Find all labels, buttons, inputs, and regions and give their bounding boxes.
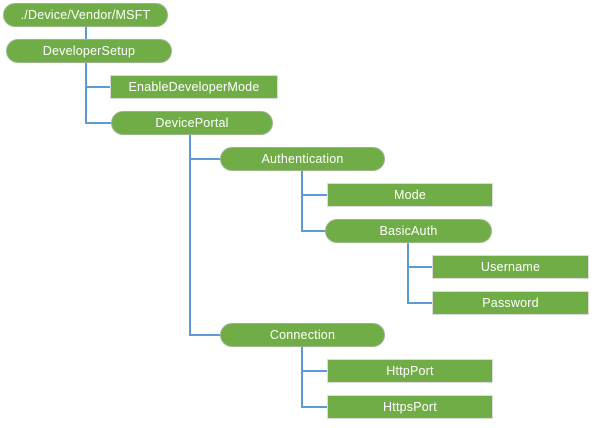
tree-node-label: ./Device/Vendor/MSFT: [20, 7, 151, 22]
tree-node-deviceportal[interactable]: DevicePortal: [111, 111, 273, 135]
tree-node-label: Authentication: [261, 151, 344, 166]
connector-connection-to-httpsport: [301, 347, 327, 408]
connector-connection-to-httpport: [301, 347, 327, 372]
tree-node-label: Connection: [269, 327, 336, 342]
tree-node-label: HttpPort: [386, 363, 434, 378]
tree-node-connection[interactable]: Connection: [220, 323, 385, 347]
tree-node-label: BasicAuth: [379, 223, 438, 238]
tree-node-label: HttpsPort: [383, 399, 437, 414]
tree-node-password[interactable]: Password: [432, 291, 589, 315]
tree-node-username[interactable]: Username: [432, 255, 589, 279]
tree-node-basicauth[interactable]: BasicAuth: [325, 219, 492, 243]
connector-authentication-to-basicauth: [301, 171, 325, 232]
connector-authentication-to-mode: [301, 171, 327, 196]
tree-node-developersetup[interactable]: DeveloperSetup: [6, 39, 172, 63]
tree-node-label: Username: [480, 259, 541, 274]
connector-developersetup-to-enabledevelopermode: [85, 63, 110, 88]
tree-node-label: DeveloperSetup: [42, 43, 136, 58]
tree-node-label: DevicePortal: [155, 115, 229, 130]
tree-node-httpport[interactable]: HttpPort: [327, 359, 493, 383]
tree-node-mode[interactable]: Mode: [327, 183, 493, 207]
connector-deviceportal-to-connection: [189, 135, 220, 336]
tree-node-root[interactable]: ./Device/Vendor/MSFT: [3, 3, 168, 27]
tree-node-label: EnableDeveloperMode: [128, 79, 260, 94]
tree-node-enabledevelopermode[interactable]: EnableDeveloperMode: [110, 75, 278, 99]
connector-basicauth-to-password: [407, 243, 432, 304]
tree-node-label: Password: [482, 295, 539, 310]
connector-developersetup-to-deviceportal: [85, 63, 111, 124]
tree-node-authentication[interactable]: Authentication: [220, 147, 385, 171]
connector-basicauth-to-username: [407, 243, 432, 268]
tree-node-label: Mode: [393, 187, 427, 202]
tree-node-httpsport[interactable]: HttpsPort: [327, 395, 493, 419]
connector-deviceportal-to-authentication: [189, 135, 220, 160]
